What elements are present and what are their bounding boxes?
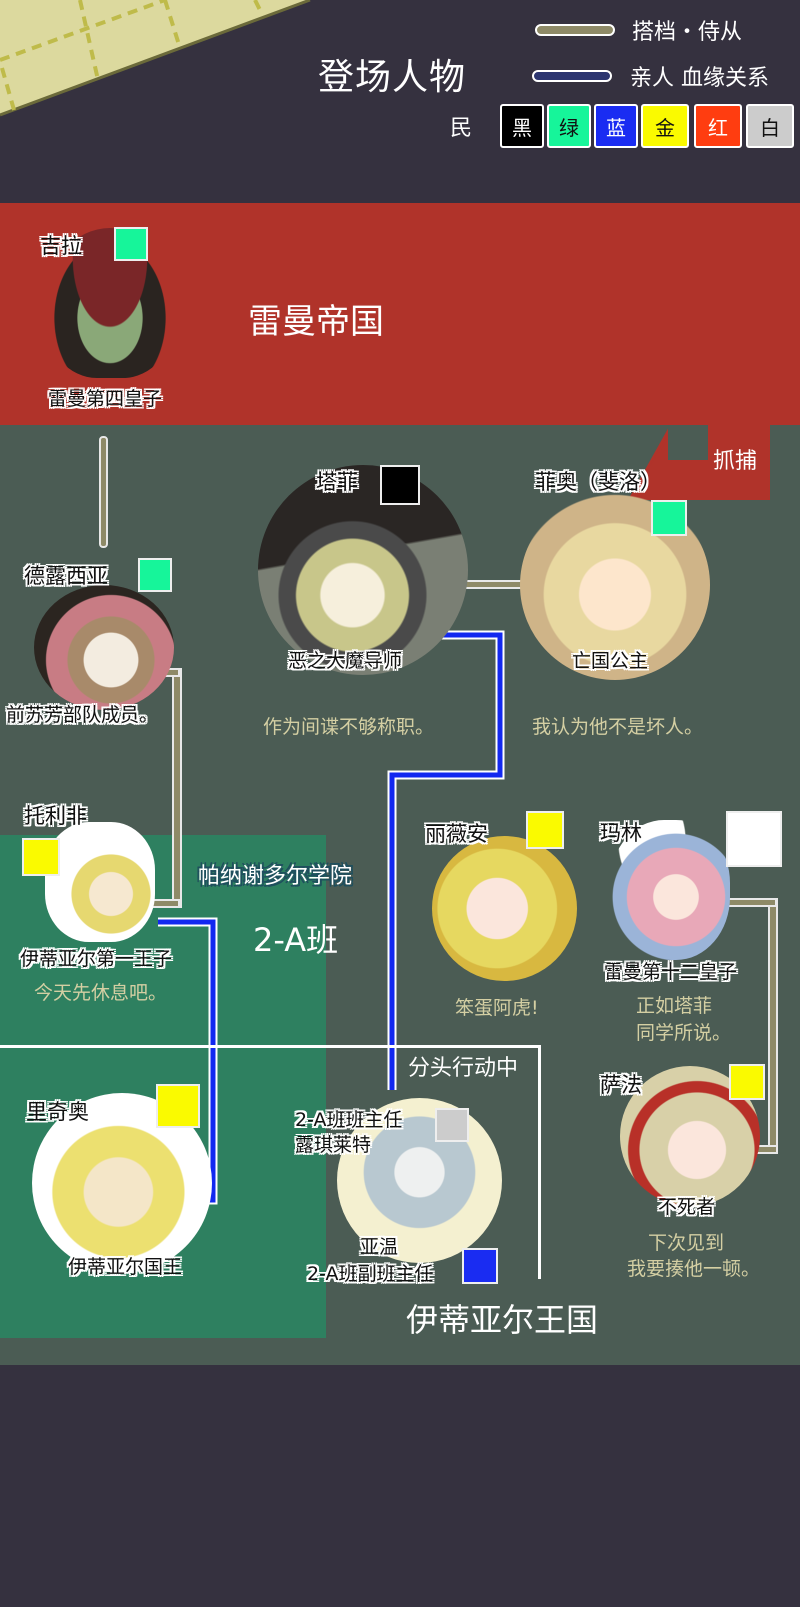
header: 登场人物 搭档・侍从 亲人 血缘关系 民 黑 绿 蓝 金 红 白: [0, 0, 800, 200]
tag-ricco: [156, 1084, 200, 1128]
name-gila: 吉拉: [40, 234, 82, 258]
name-luqi-line1: 2-A班班主任: [295, 1109, 403, 1131]
name-tolifei: 托利非: [24, 804, 87, 828]
tag-livian: [526, 811, 564, 849]
swatch-gold: 金: [641, 104, 689, 148]
name-ricco: 里奇奥: [26, 1100, 89, 1124]
legend-family-label: 亲人 血缘关系: [630, 66, 769, 91]
tag-marin: [726, 811, 782, 867]
tag-luqi: [435, 1108, 469, 1142]
role-tolifei: 伊蒂亚尔第一王子: [20, 948, 173, 970]
quote-tafei: 作为间谍不够称职。: [263, 716, 435, 738]
portrait-delucia: [34, 585, 174, 710]
quote-safa-line2: 我要揍他一顿。: [627, 1258, 761, 1280]
race-label: 民: [450, 116, 473, 141]
quote-marin-line2: 同学所说。: [636, 1022, 732, 1044]
swatch-blue: 蓝: [594, 104, 638, 148]
kingdom-title: 伊蒂亚尔王国: [406, 1301, 599, 1339]
role-delucia: 前苏芳部队成员。: [6, 704, 159, 726]
swatch-red: 红: [694, 104, 742, 148]
tag-gila: [114, 227, 148, 261]
swatch-white: 白: [746, 104, 794, 148]
portrait-marin: [610, 820, 730, 960]
role-safa: 不死者: [658, 1196, 716, 1218]
role-tafei: 恶之大魔导师: [288, 650, 403, 672]
sticky-note-decoration: [0, 0, 311, 117]
name-safa: 萨法: [600, 1073, 642, 1097]
portrait-livian: [432, 836, 577, 981]
role-feo: 亡国公主: [572, 650, 649, 672]
split-action-label: 分头行动中: [408, 1056, 519, 1081]
role-yawen: 2-A班副班主任: [307, 1263, 434, 1285]
name-tafei: 塔菲: [316, 470, 358, 494]
footer-area: [0, 1365, 800, 1607]
quote-marin-line1: 正如塔菲: [636, 995, 713, 1017]
swatch-green: 绿: [547, 104, 591, 148]
role-gila: 雷曼第四皇子: [48, 388, 163, 410]
name-feo: 菲奥（斐洛）: [535, 470, 661, 494]
empire-title: 雷曼帝国: [248, 302, 384, 342]
name-yawen: 亚温: [360, 1236, 399, 1258]
legend-family-line: [532, 70, 612, 82]
academy-title: 帕纳谢多尔学院: [198, 864, 353, 889]
legend-partner-line: [535, 24, 615, 36]
role-ricco: 伊蒂亚尔国王: [68, 1256, 183, 1278]
quote-safa-line1: 下次见到: [648, 1232, 725, 1254]
tag-delucia: [138, 558, 172, 592]
swatch-black: 黑: [500, 104, 544, 148]
name-livian: 丽薇安: [425, 822, 488, 846]
tag-safa: [729, 1064, 765, 1100]
quote-livian: 笨蛋阿虎!: [455, 997, 539, 1019]
class-title: 2-A班: [253, 921, 339, 959]
portrait-tolifei: [45, 822, 155, 942]
quote-feo: 我认为他不是坏人。: [532, 716, 704, 738]
capture-arrow-icon: [628, 425, 770, 500]
name-delucia: 德露西亚: [24, 564, 108, 588]
name-luqi-line2: 露琪莱特: [295, 1134, 372, 1156]
name-marin: 玛林: [600, 821, 642, 845]
quote-tolifei: 今天先休息吧。: [34, 982, 168, 1004]
tag-tafei: [380, 465, 420, 505]
split-line-vertical: [538, 1045, 541, 1279]
portrait-tafei: [258, 465, 468, 675]
portrait-luqi-yawen: [337, 1098, 502, 1263]
tag-tolifei: [22, 838, 60, 876]
legend-partner-label: 搭档・侍从: [632, 20, 743, 45]
partner-line-gila-delucia: [99, 436, 108, 548]
capture-label: 抓捕: [713, 449, 758, 474]
portrait-gila: [45, 228, 175, 378]
tag-yawen: [462, 1248, 498, 1284]
role-marin: 雷曼第十二皇子: [604, 961, 738, 983]
tag-feo: [651, 500, 687, 536]
page-title: 登场人物: [318, 57, 467, 98]
split-line-horizontal: [0, 1045, 541, 1048]
